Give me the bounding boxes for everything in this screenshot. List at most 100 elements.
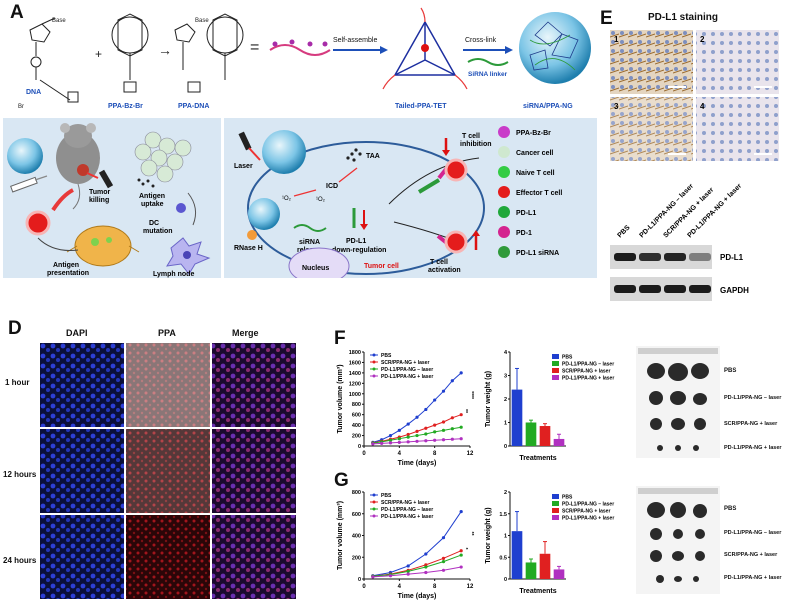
series-point-2 — [441, 560, 446, 564]
self-assemble-label: Self-assemble — [333, 37, 377, 44]
ppa-dots — [272, 39, 328, 47]
pdl1-receptor-top — [417, 178, 441, 194]
lymph-node-label: Lymph node — [153, 271, 194, 278]
antigen-pres-label-2: presentation — [47, 270, 89, 277]
series-point-1 — [459, 413, 463, 417]
rnase-h-icon — [247, 230, 257, 240]
series-point-0 — [441, 536, 446, 540]
legend-c-swatch-4 — [498, 206, 510, 218]
panel-c: Laser ¹O₂ ¹O₂ ICD TAA RNase H siRNA rele… — [224, 118, 597, 285]
series-point-1 — [406, 432, 410, 437]
significance-label-0: ** — [472, 532, 478, 536]
legend-label-0: PBS — [381, 353, 392, 359]
panel-label-a: A — [10, 2, 24, 23]
pdl1-staining-title: PD-L1 staining — [648, 12, 719, 23]
y-tick-label: 400 — [352, 534, 361, 540]
micro-dapi-1h — [40, 343, 124, 427]
plus-sign: + — [95, 47, 102, 61]
series-point-3 — [441, 568, 446, 572]
taa-dots — [346, 148, 362, 162]
sirna-linker-label: SiRNA linker — [468, 71, 508, 78]
legend-c-label-2: Naive T cell — [516, 170, 555, 177]
y-tick-label: 0.5 — [499, 555, 507, 561]
series-point-0 — [424, 552, 428, 556]
legend-c-swatch-6 — [498, 246, 510, 258]
panel-label-e: E — [600, 8, 613, 29]
tumor-f-label-4: PD-L1/PPA-NG + laser — [724, 445, 782, 451]
series-point-3 — [406, 440, 410, 444]
series-point-0 — [459, 371, 463, 375]
down-arrow-head — [360, 224, 368, 230]
inhibition-arrow-head — [442, 150, 450, 156]
tumor-cell-label: Tumor cell — [364, 263, 399, 270]
series-point-2 — [388, 438, 393, 442]
series-point-3 — [424, 439, 428, 443]
antigen-uptake-label-1: Antigen — [139, 193, 165, 200]
series-line-2 — [372, 554, 462, 577]
legend-label-0: PBS — [562, 495, 573, 501]
series-point-2 — [406, 569, 410, 573]
panel-b: Tumor killing Antigen uptake DC mutation… — [3, 118, 221, 278]
x-tick-label: 0 — [362, 451, 366, 457]
micro-merge-1h — [212, 343, 296, 427]
tail-strands — [382, 7, 468, 90]
legend-marker-3 — [372, 374, 376, 378]
tumor-f-label-3: SCR/PPA-NG + laser — [724, 421, 778, 427]
tcell-inhibition-label-1: T cell — [462, 133, 480, 140]
dna-structure-icon — [29, 17, 79, 103]
micrograph-grid — [40, 343, 296, 599]
tumor-g-label-4: PD-L1/PPA-NG + laser — [724, 575, 782, 581]
nanogel-icon — [7, 138, 43, 174]
series-point-0 — [406, 564, 410, 568]
dendritic-cell-icon — [166, 237, 211, 275]
panel-e: PD-L1 staining 1 2 3 4 PBS PD-L1/PPA-NG … — [600, 0, 787, 320]
series-point-0 — [441, 389, 446, 393]
arrow-o2 — [293, 189, 317, 197]
series-line-1 — [372, 414, 462, 444]
legend-c-label-0: PPA-Bz-Br — [516, 130, 551, 137]
syringe-icon — [10, 175, 48, 193]
y-tick-label: 1400 — [349, 371, 361, 377]
laser-device-icon — [98, 169, 114, 189]
y-tick-label: 200 — [352, 555, 361, 561]
laser-beam — [86, 172, 99, 179]
significance-label-1: ** — [466, 409, 472, 413]
bar-2 — [539, 553, 551, 579]
legend-label-3: PD-L1/PPA-NG + laser — [381, 374, 433, 380]
t-cell-inhibited-icon — [444, 158, 468, 182]
series-point-1 — [433, 423, 437, 427]
series-point-0 — [450, 379, 454, 383]
dc-mutation-label-2: mutation — [143, 228, 173, 235]
series-point-3 — [371, 575, 375, 579]
series-point-3 — [441, 438, 446, 442]
legend-swatch-0 — [552, 494, 559, 499]
tile-4-label: 4 — [700, 102, 705, 111]
micro-merge-12h — [212, 429, 296, 513]
equals-sign: = — [250, 39, 259, 56]
tumor-photo-f-svg — [638, 348, 718, 451]
arrow-head-2 — [505, 46, 513, 54]
ihc-tile-2 — [696, 30, 779, 94]
legend-c-swatch-2 — [498, 166, 510, 178]
pdl1-band-2 — [664, 253, 686, 261]
x-axis-label: Treatments — [519, 455, 556, 462]
y-tick-label: 1800 — [349, 350, 361, 356]
series-point-1 — [450, 416, 454, 420]
arrow-presentation — [37, 237, 79, 251]
ruler-g — [638, 488, 718, 494]
arrow-icd — [338, 167, 358, 183]
singlet-oxygen-2: ¹O₂ — [316, 197, 326, 203]
x-tick-label: 8 — [433, 451, 437, 457]
ihc-tile-4 — [696, 97, 779, 161]
x-tick-label: 12 — [467, 451, 474, 457]
panel-label-g: G — [334, 470, 349, 491]
tetrahedron-icon — [393, 20, 457, 76]
base-label-2: Base — [195, 18, 209, 24]
laser-icon — [238, 131, 252, 151]
bar-0 — [511, 389, 523, 446]
y-tick-label: 2 — [504, 397, 507, 403]
series-line-1 — [372, 550, 462, 577]
legend-swatch-2 — [552, 368, 559, 373]
pdl1-band-3 — [689, 253, 711, 261]
